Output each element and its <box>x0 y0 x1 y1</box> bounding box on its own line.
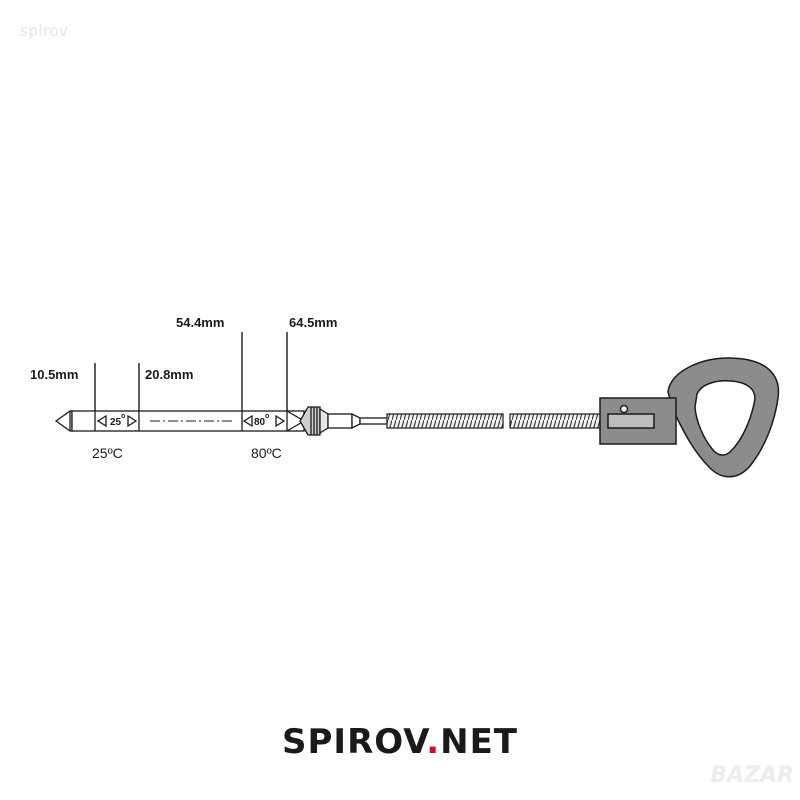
logo-dot: . <box>426 722 441 762</box>
footer-logo: SPIROV.NET <box>0 722 800 762</box>
high-mark-degree: o <box>265 413 269 420</box>
logo-main: SPIROV <box>282 722 427 762</box>
temperature-label-high: 80ºC <box>251 445 282 461</box>
dimension-label-10-5: 10.5mm <box>30 367 78 382</box>
dimension-label-54-4: 54.4mm <box>176 315 224 330</box>
dipstick-blade <box>54 410 306 432</box>
bazar-watermark: BAZAR <box>710 763 794 788</box>
dimension-label-64-5: 64.5mm <box>289 315 337 330</box>
dipstick-handle <box>599 357 780 478</box>
low-mark-degree: o <box>121 413 125 420</box>
shaft-segment-left <box>386 413 504 429</box>
shaft-segment-right <box>509 413 609 429</box>
corner-watermark: spirov <box>20 22 69 40</box>
high-mark-label: 80 <box>254 417 266 428</box>
temperature-label-low: 25ºC <box>92 445 123 461</box>
dipstick-cap <box>299 406 389 436</box>
logo-suffix: NET <box>440 722 518 762</box>
dimension-label-20-8: 20.8mm <box>145 367 193 382</box>
low-mark-label: 25 <box>110 417 122 428</box>
dipstick-shaft <box>386 413 609 429</box>
handle-rivet <box>619 404 629 414</box>
handle-hole <box>694 380 756 456</box>
